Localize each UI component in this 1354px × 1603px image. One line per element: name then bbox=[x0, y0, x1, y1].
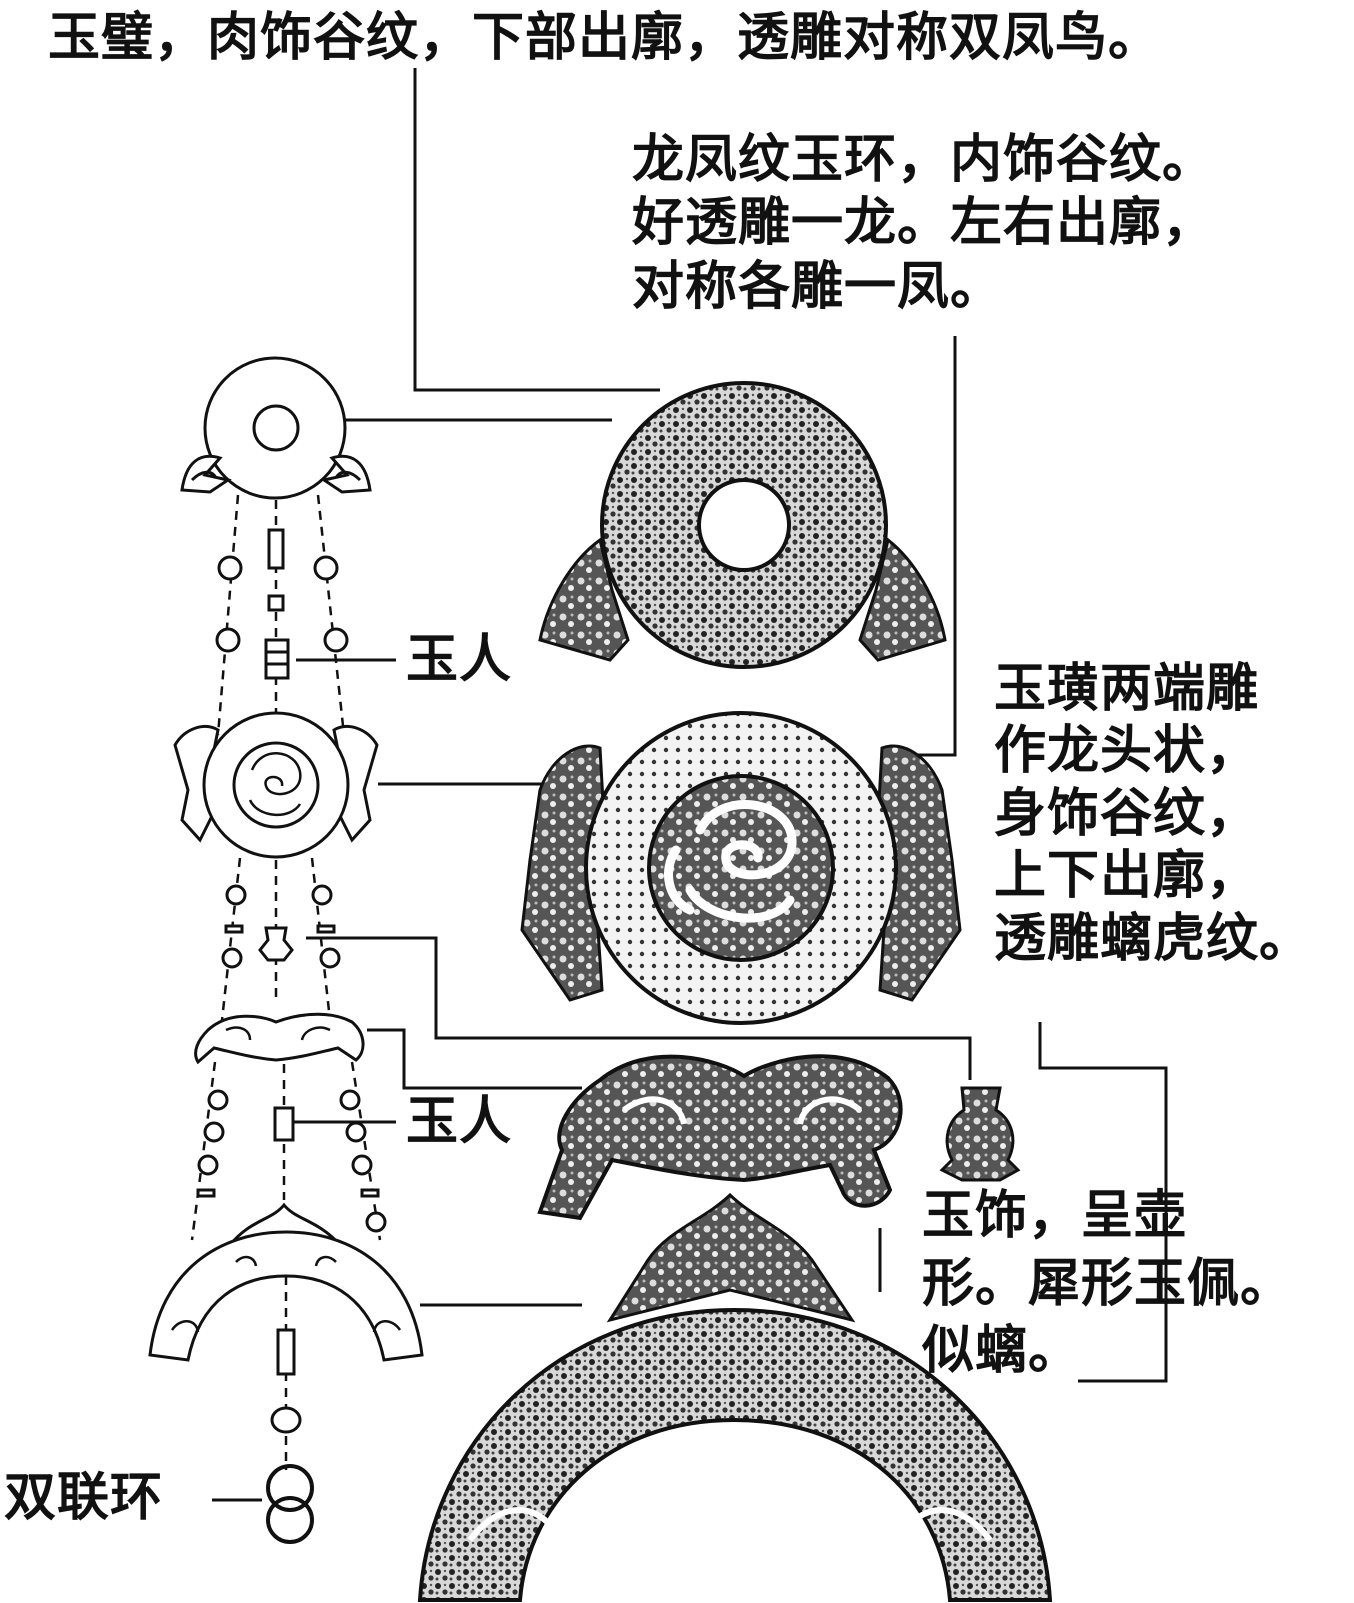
bead bbox=[207, 1089, 229, 1111]
label-ornament: 玉饰，呈壶 形。犀形玉佩。 似螭。 bbox=[922, 1182, 1293, 1385]
arc-body bbox=[417, 1307, 1053, 1602]
jade-bi-detail bbox=[538, 381, 947, 669]
label-top-bi: 玉璧，肉饰谷纹，下部出廓，透雕对称双凤鸟。 bbox=[48, 6, 1161, 69]
spacer bbox=[316, 924, 336, 934]
label-huang-line-5: 透雕螭虎纹。 bbox=[994, 907, 1313, 969]
label-huang-line-2: 作龙头状， bbox=[994, 720, 1260, 782]
bead bbox=[311, 884, 333, 906]
ring-phoenix-left bbox=[520, 744, 606, 1002]
label-ring-line-2: 好透雕一龙。左右出廓， bbox=[632, 192, 1216, 254]
vase-ornament bbox=[939, 1086, 1021, 1182]
assembled-pendant bbox=[148, 356, 424, 1544]
huang bbox=[537, 1054, 903, 1221]
small-bead-tube bbox=[276, 1328, 296, 1376]
ring-phoenix-right bbox=[876, 744, 962, 1002]
small-man-ornament bbox=[258, 926, 294, 962]
spacer bbox=[360, 1188, 380, 1198]
small-ring-dragon bbox=[248, 752, 302, 817]
jade-man-small-2 bbox=[273, 1106, 295, 1142]
spacer bbox=[224, 924, 244, 934]
label-ornament-line-1: 玉饰，呈壶 bbox=[922, 1185, 1188, 1246]
label-double-ring-text: 双联环 bbox=[4, 1467, 164, 1528]
bead bbox=[217, 555, 243, 581]
label-jade-man-1-text: 玉人 bbox=[406, 629, 513, 690]
bead bbox=[345, 1121, 367, 1143]
label-huang-line-1: 玉璜两端雕 bbox=[994, 658, 1260, 719]
small-huang bbox=[194, 1012, 365, 1065]
label-top-bi-text: 玉璧，肉饰谷纹，下部出廓，透雕对称双凤鸟。 bbox=[48, 7, 1162, 68]
label-jade-man-2: 玉人 bbox=[406, 1090, 512, 1153]
leader-small-huang bbox=[367, 1028, 582, 1090]
bi-hole bbox=[697, 478, 791, 572]
jade-huang-detail bbox=[537, 1054, 903, 1221]
small-arc bbox=[148, 1230, 424, 1362]
jade-ring-detail bbox=[520, 711, 962, 1025]
label-ring-line-1: 龙凤纹玉环，内饰谷纹。 bbox=[632, 129, 1216, 190]
label-ornament-line-2: 形。犀形玉佩。 bbox=[922, 1252, 1294, 1314]
bead bbox=[319, 947, 341, 969]
bead bbox=[323, 627, 349, 653]
ring-dragon bbox=[664, 800, 797, 923]
label-huang-line-4: 上下出廓， bbox=[994, 845, 1260, 907]
double-ring-lower bbox=[266, 1496, 314, 1544]
bead bbox=[339, 1089, 361, 1111]
leader-ring bbox=[905, 336, 957, 757]
arc-crest bbox=[606, 1192, 856, 1323]
label-ring-line-3: 对称各雕一凤。 bbox=[632, 255, 1004, 317]
jade-man-small-1 bbox=[264, 638, 290, 680]
label-ring: 龙凤纹玉环，内饰谷纹。 好透雕一龙。左右出廓， 对称各雕一凤。 bbox=[632, 128, 1215, 318]
bead bbox=[351, 1154, 373, 1176]
bead bbox=[313, 555, 339, 581]
jade-arc-detail bbox=[417, 1192, 1053, 1602]
label-huang: 玉璜两端雕 作龙头状， 身饰谷纹， 上下出廓， 透雕螭虎纹。 bbox=[994, 658, 1312, 970]
small-bead-cube bbox=[267, 594, 285, 612]
double-ring-upper bbox=[266, 1464, 314, 1512]
label-double-ring: 双联环 bbox=[4, 1466, 163, 1529]
label-jade-man-1: 玉人 bbox=[406, 628, 512, 691]
bi-phoenix-left bbox=[538, 537, 630, 662]
small-bead-drum bbox=[270, 1406, 302, 1434]
label-jade-man-2-text: 玉人 bbox=[406, 1091, 513, 1152]
bead bbox=[221, 947, 243, 969]
bead bbox=[225, 884, 247, 906]
bead bbox=[197, 1154, 219, 1176]
bead bbox=[215, 627, 241, 653]
bead bbox=[365, 1211, 387, 1233]
spacer bbox=[196, 1188, 216, 1198]
bi-phoenix-right bbox=[858, 537, 947, 662]
jade-vase-ornament bbox=[939, 1086, 1021, 1182]
label-ornament-line-3: 似螭。 bbox=[922, 1320, 1082, 1382]
leader-top-bi bbox=[413, 68, 660, 392]
leader-huang-label bbox=[1038, 1022, 1168, 1383]
bead bbox=[203, 1121, 225, 1143]
leader-small-man bbox=[306, 936, 972, 1080]
small-bi-hole bbox=[252, 404, 300, 452]
leader-lines bbox=[212, 68, 1168, 1502]
small-bead-tube bbox=[267, 528, 285, 570]
label-huang-line-3: 身饰谷纹， bbox=[994, 782, 1260, 844]
